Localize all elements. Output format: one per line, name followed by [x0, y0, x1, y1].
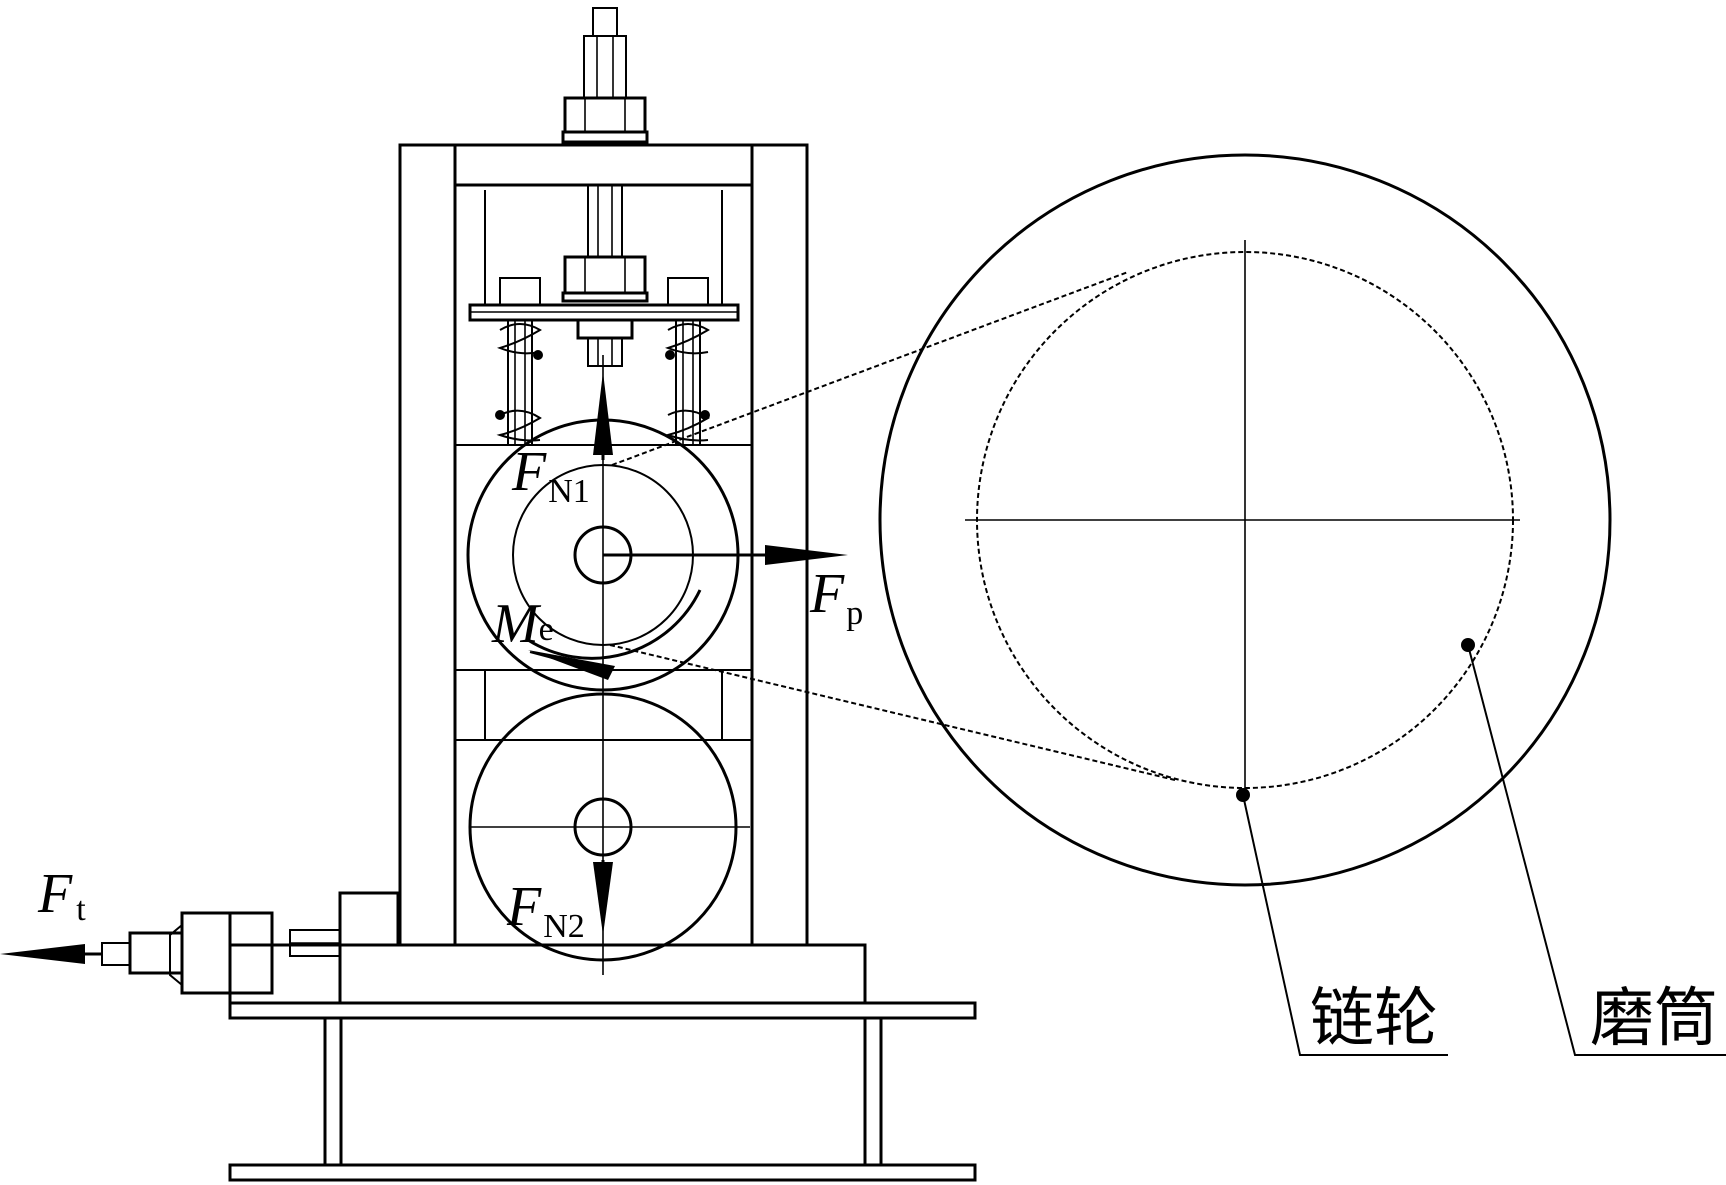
projection-lines — [609, 271, 1176, 781]
force-arrow-p — [603, 545, 848, 565]
lower-wheel — [468, 692, 750, 962]
tension-sensor — [101, 891, 400, 995]
label-moment-e: Me — [491, 593, 554, 655]
label-sprocket: 链轮 — [1310, 982, 1438, 1056]
grinding-drum — [878, 153, 1612, 887]
right-spring — [664, 320, 710, 445]
left-spring — [495, 320, 543, 445]
label-force-n2: FN2 — [506, 876, 585, 945]
drum-leader — [1461, 638, 1726, 1056]
force-arrow-n2 — [593, 860, 613, 935]
label-grinding-drum: 磨筒 — [1590, 982, 1718, 1056]
label-force-p: Fp — [809, 563, 863, 632]
sprocket-leader — [1236, 788, 1448, 1056]
pressure-plate-assembly — [468, 277, 740, 367]
screw-rod — [561, 184, 649, 303]
force-arrow-n1 — [593, 372, 613, 460]
top-screw-assembly — [561, 7, 649, 144]
moment-arrow-e — [528, 650, 615, 680]
label-force-n1: FN1 — [511, 441, 590, 510]
base-assembly — [228, 943, 977, 1182]
force-arrow-t — [0, 944, 102, 964]
